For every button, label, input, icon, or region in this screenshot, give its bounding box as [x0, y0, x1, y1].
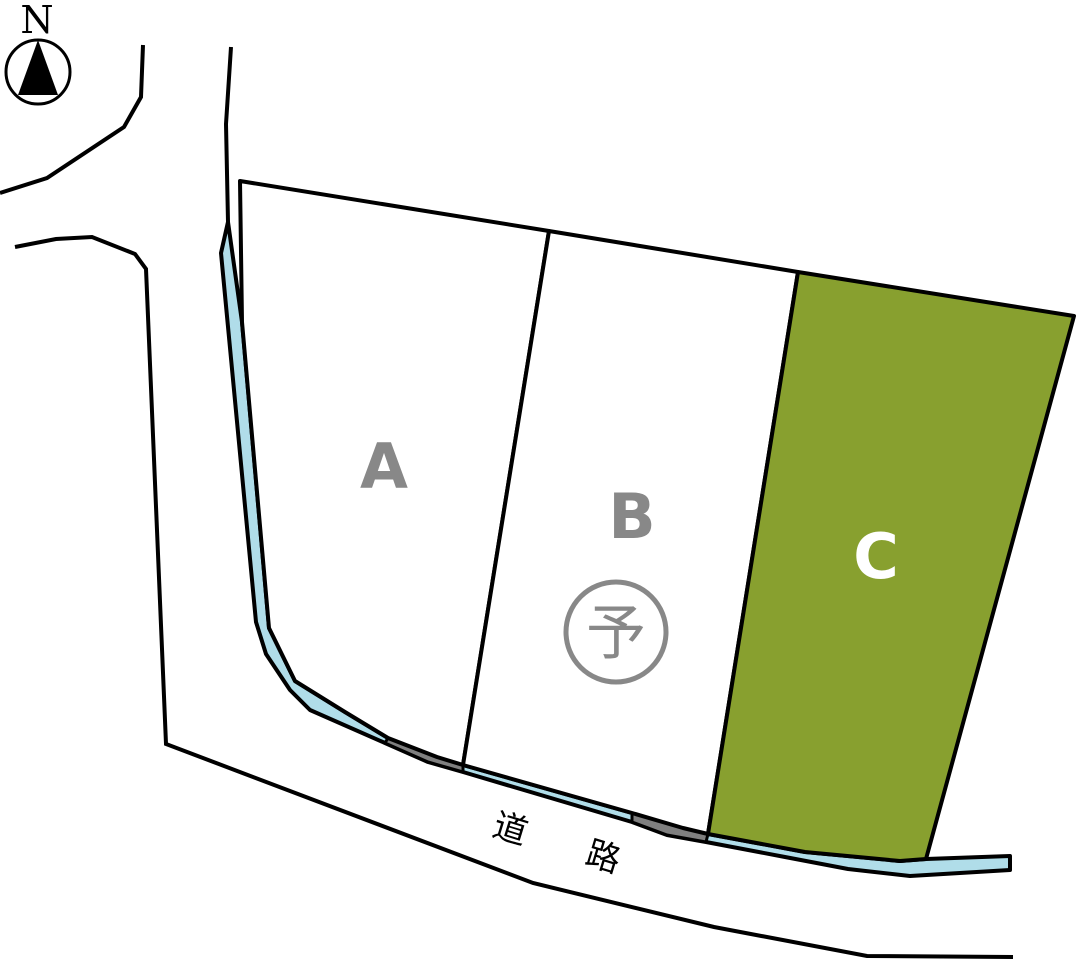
- plot-c[interactable]: [706, 270, 1076, 863]
- road-edge: [223, 46, 233, 223]
- road-edge: [0, 44, 145, 195]
- reserved-badge: 予: [586, 599, 646, 669]
- plot-b-label: B: [608, 480, 655, 553]
- reserved-badge-circle: [563, 579, 669, 685]
- road-label-1: 道: [488, 805, 532, 853]
- plot-a-label: A: [360, 430, 408, 503]
- road-edges: [0, 44, 1014, 959]
- road-edge: [14, 234, 1014, 959]
- plot-c-label: C: [853, 520, 899, 593]
- road-label-2: 路: [581, 833, 625, 881]
- compass-label: N: [20, 0, 53, 42]
- north-arrow-icon: [4, 38, 72, 106]
